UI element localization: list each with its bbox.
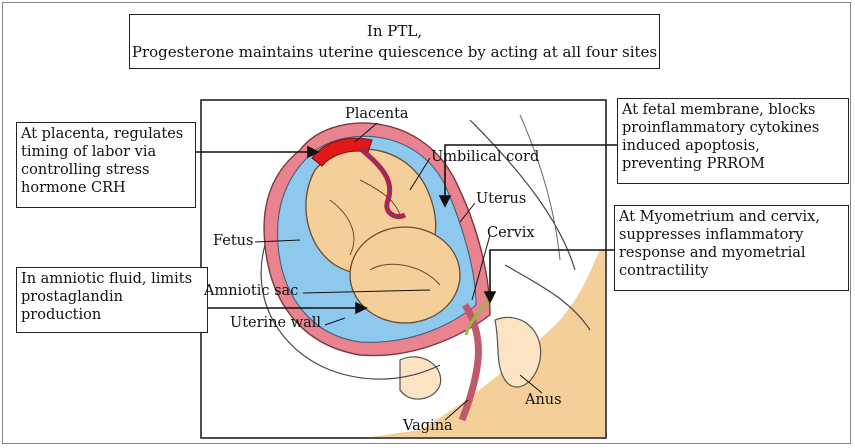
placenta-note: At placenta, regulates timing of labor v… [16,122,196,208]
label-fetus: Fetus [213,233,253,249]
amniotic-note-text: In amniotic fluid, limits prostaglandin … [21,271,192,323]
myometrium-note-text: At Myometrium and cervix, suppresses inf… [619,209,820,279]
myometrium-note: At Myometrium and cervix, suppresses inf… [614,205,849,291]
membrane-note: At fetal membrane, blocks proinflammator… [617,98,849,184]
label-uterus: Uterus [476,191,526,207]
label-anus: Anus [525,392,562,408]
label-placenta: Placenta [345,106,409,122]
membrane-note-text: At fetal membrane, blocks proinflammator… [622,102,819,172]
placenta-note-text: At placenta, regulates timing of labor v… [21,126,183,196]
title-line-1: In PTL, [130,21,659,42]
label-umbilical-cord: Umbilical cord [431,149,539,165]
label-amniotic-sac: Amniotic sac [204,283,298,299]
amniotic-note: In amniotic fluid, limits prostaglandin … [16,267,208,333]
label-cervix: Cervix [487,225,535,241]
label-vagina: Vagina [403,418,453,434]
title-line-2: Progesterone maintains uterine quiescenc… [130,42,659,63]
title-box: In PTL, Progesterone maintains uterine q… [129,14,660,69]
label-uterine-wall: Uterine wall [230,315,321,331]
